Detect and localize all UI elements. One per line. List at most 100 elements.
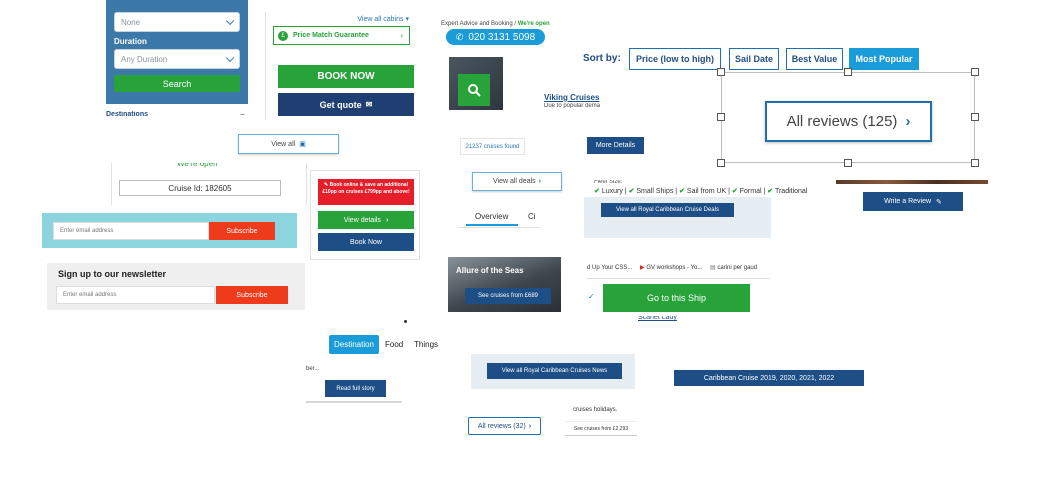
search-button[interactable]: Search	[114, 75, 240, 92]
sort-label: Sort by:	[583, 53, 621, 64]
phone-button[interactable]: ✆ 020 3131 5098	[446, 29, 545, 45]
cruise-line-dropdown[interactable]: None	[114, 12, 240, 32]
chevron-right-icon: ›	[528, 422, 532, 430]
pound-icon: £	[278, 30, 288, 41]
book-now-button[interactable]: BOOK NOW	[278, 65, 414, 88]
sort-best-value-button[interactable]: Best Value	[786, 48, 843, 70]
check-icon: ✔	[594, 188, 600, 195]
chevron-right-icon: ›	[400, 31, 403, 40]
youtube-icon: ▶	[640, 265, 645, 271]
all-reviews-small-button[interactable]: All reviews (32) ›	[468, 417, 541, 435]
write-review-button[interactable]: Write a Review ✎	[863, 192, 963, 211]
resize-handle[interactable]	[844, 159, 852, 167]
tab-indicator	[466, 224, 518, 226]
tab-overview[interactable]: Overview	[475, 212, 509, 221]
offer-panel: ✎ Book online & save an additional £10pp…	[310, 170, 420, 260]
view-details-button[interactable]: View details ›	[318, 211, 414, 229]
duration-dropdown[interactable]: Any Duration	[114, 49, 240, 69]
cruise-id-label: Cruise Id: 182605	[119, 180, 281, 196]
search-icon[interactable]	[458, 74, 490, 106]
resize-handle[interactable]	[971, 159, 979, 167]
email-input[interactable]: Enter email address	[53, 222, 209, 240]
checkmark-icon: ✓	[588, 292, 595, 301]
view-all-deals-button[interactable]: View all deals ›	[472, 172, 562, 191]
newsletter-panel: Sign up to our newsletter Enter email ad…	[47, 263, 305, 310]
see-cruises-price-button[interactable]: See cruises from £2,293	[565, 421, 637, 436]
view-all-button[interactable]: View all ▣	[238, 134, 339, 154]
all-reviews-button[interactable]: All reviews (125) ›	[765, 101, 932, 142]
get-quote-button[interactable]: Get quote ✉	[278, 93, 414, 116]
bookmarks-divider	[587, 278, 770, 279]
grid-icon: ▣	[299, 141, 306, 148]
tab-bar-line	[458, 227, 540, 228]
story-underline	[306, 401, 402, 403]
view-royal-caribbean-news-button[interactable]: View all Royal Caribbean Cruises News	[487, 363, 622, 379]
offer-banner: ✎ Book online & save an additional £10pp…	[318, 179, 414, 205]
tab-destination[interactable]: Destination	[329, 335, 379, 354]
view-royal-caribbean-deals-button[interactable]: View all Royal Caribbean Cruise Deals	[601, 203, 734, 217]
check-icon: ✔	[679, 188, 685, 195]
bookmark-icon: ▤	[710, 265, 716, 271]
dot-mark	[404, 320, 407, 323]
tab-things[interactable]: Things	[414, 340, 439, 349]
advice-text: Expert Advice and Booking / We're open	[441, 21, 550, 27]
open-status: We're open	[177, 163, 218, 168]
resize-handle[interactable]	[717, 68, 725, 76]
check-icon: ✔	[731, 188, 738, 195]
cabin-panel: View all cabins ▾ £ Price Match Guarante…	[265, 12, 415, 120]
check-icon: ✔	[628, 188, 635, 195]
newsletter-email-input[interactable]: Enter email address	[56, 286, 215, 304]
chevron-right-icon: ›	[905, 113, 911, 130]
resize-handle[interactable]	[717, 159, 725, 167]
sort-most-popular-button[interactable]: Most Popular	[849, 48, 919, 70]
tab-next[interactable]: Ci	[528, 212, 536, 221]
allure-card: Allure of the Seas See cruises from £689	[448, 257, 561, 312]
newsletter-top-panel: Enter email address Subscribe	[42, 213, 297, 248]
chevron-down-icon	[225, 53, 235, 63]
viking-snippet: Due to popular dema	[544, 103, 601, 108]
tag-icon: ✎	[324, 182, 329, 188]
viking-title-link[interactable]: Viking Cruises	[544, 93, 600, 102]
subscribe-button[interactable]: Subscribe	[209, 222, 275, 240]
deals-panel: View all Royal Caribbean Cruise Deals	[584, 197, 771, 238]
resize-handle[interactable]	[717, 113, 725, 121]
photo-strip	[836, 180, 988, 184]
minus-icon[interactable]: −	[240, 110, 245, 119]
pencil-icon: ✎	[936, 198, 942, 206]
tab-food[interactable]: Food	[385, 340, 404, 349]
phone-icon: ✆	[455, 31, 464, 42]
chevron-down-icon	[225, 16, 235, 26]
resize-handle[interactable]	[971, 68, 979, 76]
sort-sail-date-button[interactable]: Sail Date	[729, 48, 779, 70]
more-details-button[interactable]: More Details	[587, 137, 644, 154]
features-list: ✔ Luxury | ✔ Small Ships | ✔ Sail from U…	[594, 188, 808, 195]
ship-thumbnail	[449, 57, 503, 110]
allure-see-cruises-button[interactable]: See cruises from £689	[465, 288, 551, 304]
view-all-cabins-link[interactable]: View all cabins ▾	[357, 16, 409, 23]
resize-handle[interactable]	[971, 113, 979, 121]
newsletter-subscribe-button[interactable]: Subscribe	[216, 286, 288, 304]
cruise-id-panel: We're open Cruise Id: 182605	[111, 163, 307, 205]
search-panel: None Duration Any Duration Search	[106, 0, 248, 104]
story-snippet: ber...	[306, 366, 320, 372]
news-panel: View all Royal Caribbean Cruises News	[471, 354, 635, 389]
price-match-button[interactable]: £ Price Match Guarantee ›	[273, 26, 410, 45]
resize-handle[interactable]	[844, 68, 852, 76]
newsletter-title: Sign up to our newsletter	[58, 269, 167, 279]
duration-label: Duration	[114, 37, 147, 46]
chevron-right-icon: ›	[538, 178, 542, 185]
scarlet-lady-link[interactable]: Scarlet Lady	[638, 316, 677, 321]
go-to-ship-button[interactable]: Go to this Ship	[603, 284, 750, 312]
envelope-icon: ✉	[365, 100, 373, 109]
book-now-small-button[interactable]: Book Now	[318, 233, 414, 251]
sort-price-button[interactable]: Price (low to high)	[629, 48, 721, 70]
cruise-holidays-snippet: cruises holidays.	[573, 407, 618, 413]
destinations-label: Destinations	[106, 111, 149, 118]
bookmarks-bar: d Up Your CSS... ▶ GV workshops - Yo... …	[587, 265, 758, 271]
read-full-story-button[interactable]: Read full story	[325, 380, 386, 397]
caribbean-cruise-button[interactable]: Caribbean Cruise 2019, 2020, 2021, 2022	[674, 370, 864, 386]
fleet-size-label: Fleet Size:	[594, 180, 623, 185]
allure-title: Allure of the Seas	[456, 266, 524, 275]
cruises-found-label: 21237 cruises found	[460, 138, 525, 155]
check-icon: ✔	[767, 188, 774, 195]
